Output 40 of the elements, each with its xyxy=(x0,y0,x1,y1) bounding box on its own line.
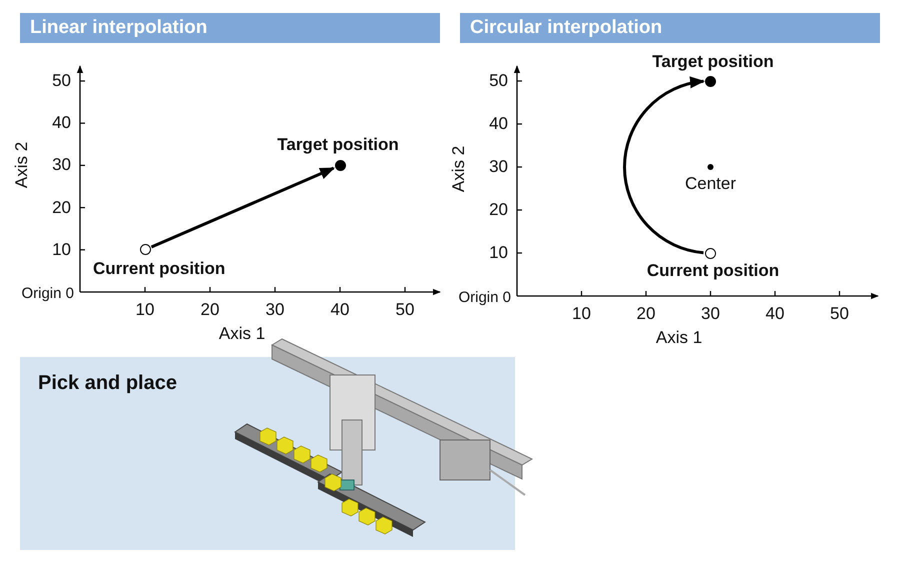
tick-label: 40 xyxy=(489,114,508,134)
tick-label: 40 xyxy=(52,113,71,134)
tick-label: 50 xyxy=(489,71,508,91)
tick-label: 10 xyxy=(136,300,154,320)
axis-title: Axis 1 xyxy=(218,324,266,344)
tick-label: 20 xyxy=(200,300,220,320)
tick-label: 50 xyxy=(52,71,71,91)
tick-label: 30 xyxy=(52,155,71,176)
arrow xyxy=(150,166,335,248)
position-point xyxy=(140,244,150,256)
point-label: Current position xyxy=(93,259,226,279)
tick-label: 20 xyxy=(636,304,656,324)
point-label: Center xyxy=(684,174,736,194)
tick-label: 50 xyxy=(396,300,414,320)
tick-label: 50 xyxy=(830,304,849,324)
tick-label: 30 xyxy=(489,157,508,177)
axis-title: Axis 1 xyxy=(656,328,702,348)
tick-label: 40 xyxy=(330,300,350,320)
panel-title: Pick and place xyxy=(38,373,177,393)
arrow xyxy=(623,77,705,254)
section-header: Linear interpolation xyxy=(20,13,440,43)
section-header: Circular interpolation xyxy=(460,13,880,43)
tick-label: 10 xyxy=(52,240,71,260)
position-point xyxy=(334,160,346,171)
point-label: Target position xyxy=(277,135,399,155)
point-label: Target position xyxy=(652,52,774,72)
position-point xyxy=(705,76,716,86)
tick-label: 20 xyxy=(489,200,508,220)
tick-label: 40 xyxy=(766,304,784,324)
tick-label: 10 xyxy=(489,243,508,263)
axis-title: Axis 2 xyxy=(449,146,469,192)
axis-title: Axis 2 xyxy=(12,142,32,188)
tick-label: 30 xyxy=(266,300,284,320)
tick-label: 20 xyxy=(52,198,71,218)
origin-label: Origin 0 xyxy=(21,284,74,304)
position-point xyxy=(705,248,716,258)
tick-label: 10 xyxy=(572,304,591,324)
point-label: Current position xyxy=(646,261,780,281)
origin-label: Origin 0 xyxy=(458,288,511,308)
tick-label: 30 xyxy=(701,304,720,324)
